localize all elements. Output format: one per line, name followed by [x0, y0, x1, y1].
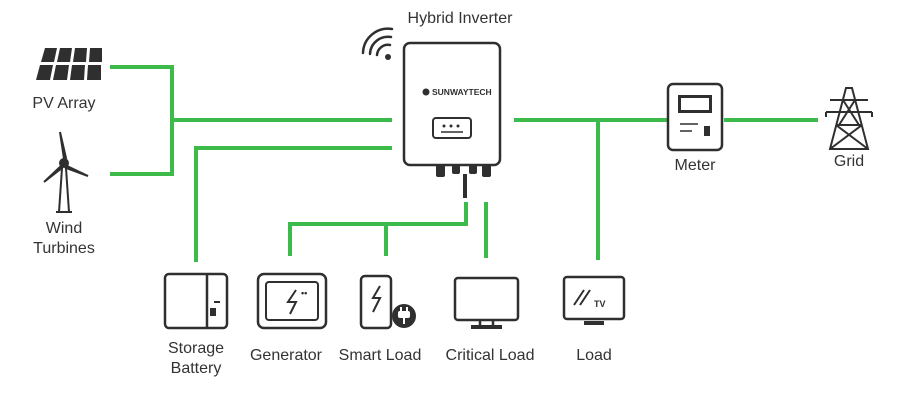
generator-icon: •• — [256, 272, 328, 330]
svg-text:TV: TV — [594, 299, 606, 309]
storage-battery-icon — [163, 272, 229, 330]
connection-wires — [110, 65, 818, 262]
wifi-signal-icon — [361, 27, 394, 60]
load-label: Load — [576, 347, 612, 364]
smart-load-label: Smart Load — [338, 347, 422, 364]
wire-gen-smart — [288, 222, 388, 256]
transmission-tower-icon — [825, 87, 873, 150]
wire-battery — [194, 146, 392, 262]
inverter-brand-label: SUNWAYTECH — [432, 87, 492, 97]
grid-label: Grid — [833, 153, 865, 170]
inverter-title: Hybrid Inverter — [407, 10, 513, 27]
wire-ac-backup — [386, 202, 468, 226]
tv-icon: TV — [562, 275, 626, 325]
storage-battery-label: Storage Battery — [167, 340, 225, 377]
monitor-icon — [453, 276, 520, 329]
critical-load-label: Critical Load — [445, 347, 535, 364]
generator-label: Generator — [249, 347, 323, 364]
wind-turbines-label: Wind Turbines — [33, 220, 95, 257]
smart-load-icon — [359, 274, 416, 330]
meter-label: Meter — [674, 157, 716, 174]
svg-text:••: •• — [301, 288, 307, 298]
electric-meter-icon — [666, 82, 724, 152]
wire-wind — [110, 120, 174, 176]
pv-array-label: PV Array — [32, 95, 96, 112]
sunwaytech-logo-icon — [422, 88, 430, 96]
solar-panel-icon — [36, 48, 102, 80]
wire-pv — [110, 65, 392, 122]
wind-turbine-icon — [43, 131, 89, 213]
hybrid-inverter-icon: SUNWAYTECH — [402, 41, 502, 198]
